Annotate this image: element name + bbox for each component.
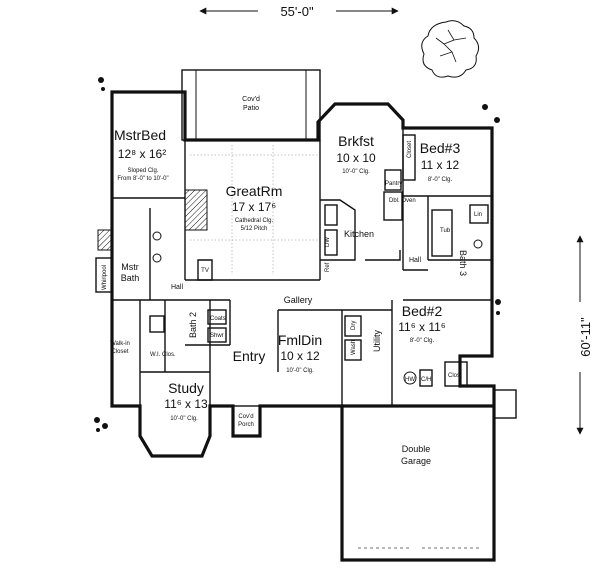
great-room-ceiling-grid <box>190 145 318 275</box>
garage-name: Double <box>402 444 431 454</box>
covd-patio-name2: Patio <box>243 105 259 112</box>
room-labels: MstrBed 12⁸ x 16² Sloped Clg. From 8'-0"… <box>110 127 460 466</box>
wash-label: Wash <box>351 340 357 355</box>
covd-patio: Cov'd Patio <box>181 69 321 141</box>
dry-label: Dry <box>351 321 357 330</box>
width-dimension: 55'-0" <box>199 4 399 19</box>
covd-porch-name: Cov'd <box>238 414 253 420</box>
fireplace-icon <box>184 189 208 231</box>
bed2-note: 8'-0" Clg. <box>410 338 435 344</box>
coats-label: Coats <box>210 316 226 322</box>
walkin-name: Walk-in <box>110 341 130 347</box>
pantry-label: Pantry <box>385 181 402 187</box>
garage-name2: Garage <box>401 456 431 466</box>
covd-patio-name: Cov'd <box>242 96 260 103</box>
gallery-name: Gallery <box>284 295 313 305</box>
master-bath-fixtures: Whirlpool <box>95 229 162 293</box>
fmldin-note: 10'-0" Clg. <box>286 368 314 374</box>
kitchen-counters: DW Ref Dbl. Oven Pantry <box>320 169 416 272</box>
tv-label: TV <box>201 268 209 274</box>
bed3-note: 8'-0" Clg. <box>428 177 453 183</box>
covd-porch-name2: Porch <box>238 422 254 428</box>
great-rm-name: GreatRm <box>226 183 283 199</box>
great-rm-note2: 5/12 Pitch <box>241 226 268 232</box>
utility-name: Utility <box>372 330 382 352</box>
ch-label: C/H <box>421 377 431 383</box>
dbl-oven-label: Dbl. Oven <box>389 198 416 204</box>
exterior-walls <box>110 90 496 562</box>
shwr-label: Shwr <box>210 333 224 339</box>
walkin-name2: Closet <box>111 349 128 355</box>
mstr-bed-name: MstrBed <box>114 127 166 143</box>
tree-icon <box>421 20 480 78</box>
study-name: Study <box>168 380 204 396</box>
entry-name: Entry <box>233 348 266 364</box>
mstr-bath-name: Mstr <box>121 262 139 272</box>
tub-label: Tub <box>440 228 451 234</box>
bed2-name: Bed#2 <box>402 303 443 319</box>
fmldin-name: FmlDin <box>278 332 322 348</box>
garage-doors <box>358 389 517 549</box>
lin-label: Lin <box>474 212 482 218</box>
fmldin-size: 10 x 12 <box>280 349 320 363</box>
bath2-name: Bath 2 <box>188 312 198 338</box>
study-size: 11⁶ x 13 <box>164 397 208 411</box>
bed3-name: Bed#3 <box>420 140 461 156</box>
great-rm-size: 17 x 17⁶ <box>232 200 276 214</box>
shrub-icons <box>94 77 501 432</box>
closet-label: Closet <box>407 141 413 158</box>
width-dimension-text: 55'-0" <box>280 4 314 19</box>
kitchen-name: Kitchen <box>344 229 374 239</box>
brkfst-name: Brkfst <box>338 133 374 149</box>
great-rm-note1: Cathedral Clg. <box>235 218 274 224</box>
hall-right-name: Hall <box>409 257 422 264</box>
depth-dimension-text: 60'-11" <box>578 317 593 357</box>
dw-label: DW <box>325 237 331 247</box>
hall-left-name: Hall <box>171 284 184 291</box>
covd-porch: Cov'd Porch <box>232 405 261 437</box>
utility-fixtures: Dry Wash Utility HW C/H Clos. <box>344 315 468 387</box>
study-note: 10'-0" Clg. <box>170 416 198 422</box>
mstr-bed-size: 12⁸ x 16² <box>118 147 166 161</box>
ref-label: Ref <box>325 262 331 272</box>
mstr-bed-note2: From 8'-0" to 10'-0" <box>117 176 168 182</box>
bath3-name: Bath 3 <box>458 250 468 276</box>
brkfst-note: 10'-0" Clg. <box>342 169 370 175</box>
bath2-fixtures: Bath 2 Coats Shwr W.I. Clos. <box>149 309 227 358</box>
whirlpool-label: Whirlpool <box>102 265 108 290</box>
mstr-bed-note1: Sloped Clg. <box>127 168 158 174</box>
bed3-closet: Closet <box>402 134 416 181</box>
bed3-size: 11 x 12 <box>421 158 460 172</box>
brkfst-size: 10 x 10 <box>336 151 376 165</box>
mstr-bath-name2: Bath <box>121 273 140 283</box>
bath3-fixtures: Bath 3 Tub Lin <box>431 204 489 276</box>
bed2-size: 11⁶ x 11⁶ <box>398 320 446 334</box>
hw-label: HW <box>405 377 415 383</box>
clos-label: Clos. <box>448 373 462 379</box>
tv-icon: TV <box>197 259 213 281</box>
depth-dimension: 60'-11" <box>576 235 593 435</box>
wi-clos-label: W.I. Clos. <box>150 352 176 358</box>
